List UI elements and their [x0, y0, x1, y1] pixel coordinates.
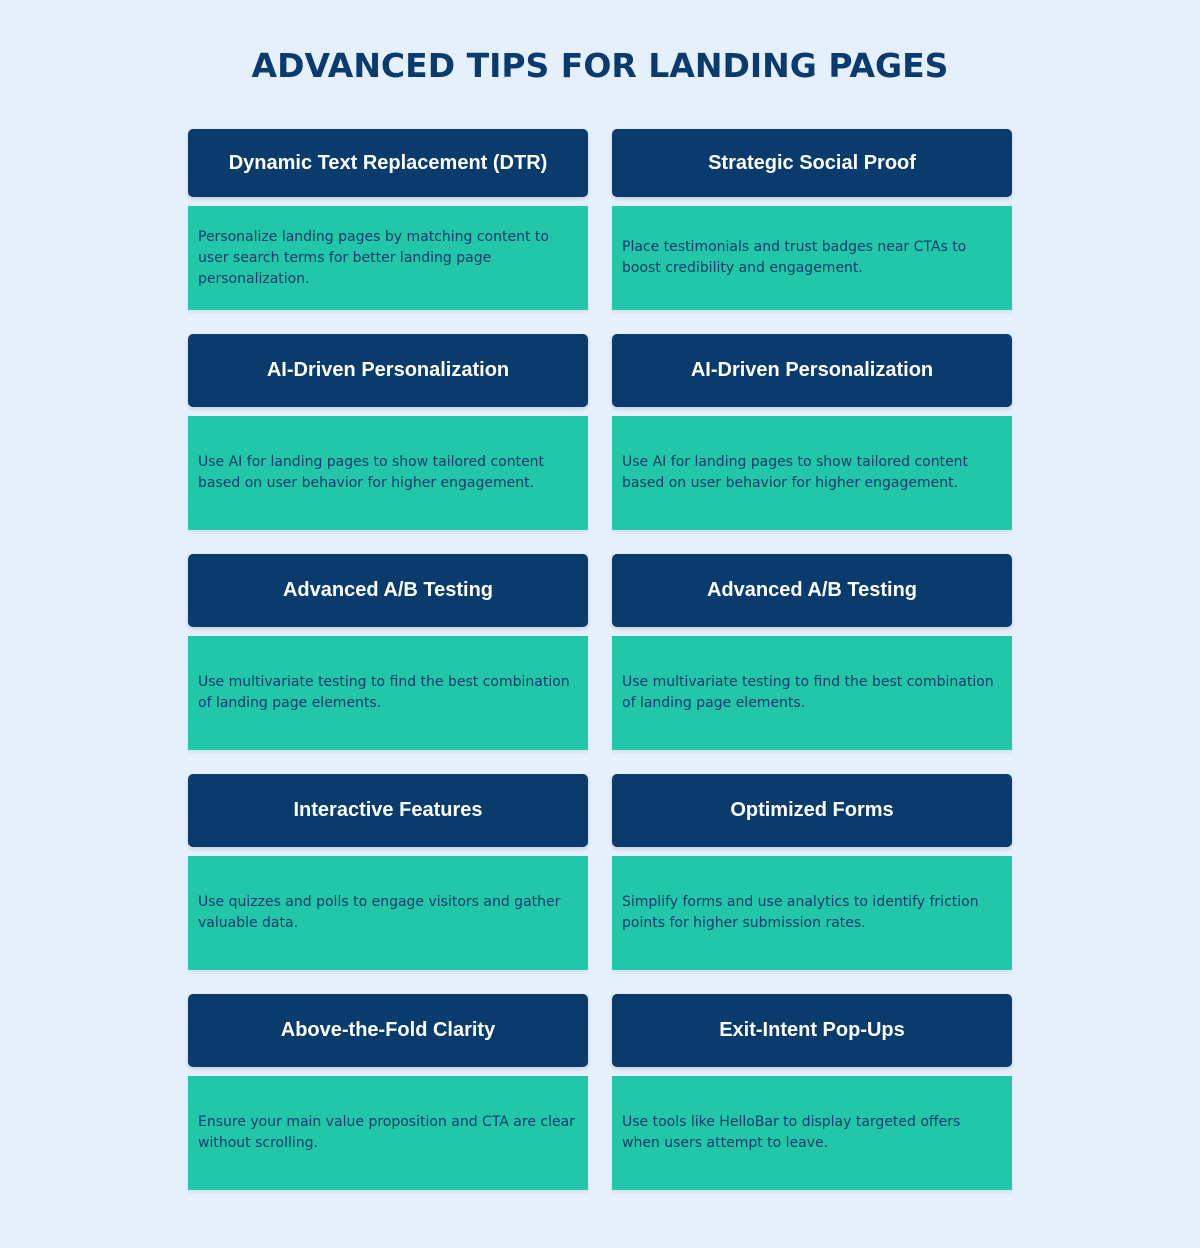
tip-card-above-fold: Above-the-Fold Clarity Ensure your main …	[188, 994, 588, 1190]
tip-card-header: Optimized Forms	[612, 774, 1012, 847]
page-title: ADVANCED TIPS FOR LANDING PAGES	[251, 46, 949, 85]
tip-card-body: Use AI for landing pages to show tailore…	[188, 416, 588, 530]
tip-card-body: Place testimonials and trust badges near…	[612, 206, 1012, 310]
tip-card-header: Above-the-Fold Clarity	[188, 994, 588, 1067]
tip-card-header: Interactive Features	[188, 774, 588, 847]
tip-card-header: Advanced A/B Testing	[188, 554, 588, 627]
tips-row: Dynamic Text Replacement (DTR) Personali…	[188, 129, 1012, 310]
tip-card-body: Simplify forms and use analytics to iden…	[612, 856, 1012, 970]
tip-card-exit-intent: Exit-Intent Pop-Ups Use tools like Hello…	[612, 994, 1012, 1190]
tip-card-ab-testing: Advanced A/B Testing Use multivariate te…	[188, 554, 588, 750]
tip-card-social-proof: Strategic Social Proof Place testimonial…	[612, 129, 1012, 310]
tips-row: Interactive Features Use quizzes and pol…	[188, 774, 1012, 970]
tip-card-body: Use tools like HelloBar to display targe…	[612, 1076, 1012, 1190]
tip-card-ai-personalization-duplicate: AI-Driven Personalization Use AI for lan…	[612, 334, 1012, 530]
tip-card-body: Use multivariate testing to find the bes…	[188, 636, 588, 750]
tip-card-header: AI-Driven Personalization	[612, 334, 1012, 407]
tip-card-body: Use quizzes and polls to engage visitors…	[188, 856, 588, 970]
tip-card-header: Strategic Social Proof	[612, 129, 1012, 197]
tip-card-header: Advanced A/B Testing	[612, 554, 1012, 627]
tip-card-header: Dynamic Text Replacement (DTR)	[188, 129, 588, 197]
tip-card-optimized-forms: Optimized Forms Simplify forms and use a…	[612, 774, 1012, 970]
tip-card-body: Ensure your main value proposition and C…	[188, 1076, 588, 1190]
tip-card-interactive-features: Interactive Features Use quizzes and pol…	[188, 774, 588, 970]
tip-card-body: Personalize landing pages by matching co…	[188, 206, 588, 310]
tip-card-header: Exit-Intent Pop-Ups	[612, 994, 1012, 1067]
tip-card-header: AI-Driven Personalization	[188, 334, 588, 407]
tip-card-body: Use multivariate testing to find the bes…	[612, 636, 1012, 750]
tip-card-ab-testing-duplicate: Advanced A/B Testing Use multivariate te…	[612, 554, 1012, 750]
tip-card-ai-personalization: AI-Driven Personalization Use AI for lan…	[188, 334, 588, 530]
tips-row: Above-the-Fold Clarity Ensure your main …	[188, 994, 1012, 1190]
tips-row: Advanced A/B Testing Use multivariate te…	[188, 554, 1012, 750]
tip-card-dtr: Dynamic Text Replacement (DTR) Personali…	[188, 129, 588, 310]
tips-grid: Dynamic Text Replacement (DTR) Personali…	[188, 129, 1012, 1214]
tips-row: AI-Driven Personalization Use AI for lan…	[188, 334, 1012, 530]
tip-card-body: Use AI for landing pages to show tailore…	[612, 416, 1012, 530]
